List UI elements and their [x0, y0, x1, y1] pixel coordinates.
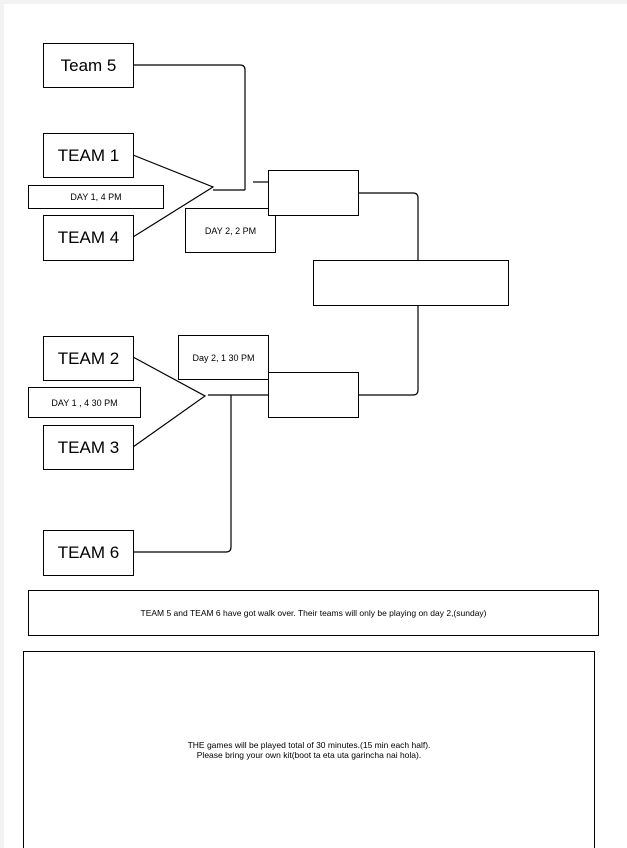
rules-line-1: THE games will be played total of 30 min…: [187, 740, 431, 750]
rules-note: THE games will be played total of 30 min…: [23, 651, 595, 848]
day1-match2-label: DAY 1 , 4 30 PM: [28, 387, 141, 418]
team-3-box: TEAM 3: [43, 425, 134, 470]
day2-match2-label: Day 2, 1 30 PM: [178, 335, 269, 380]
walkover-note: TEAM 5 and TEAM 6 have got walk over. Th…: [28, 590, 599, 636]
team-4-box: TEAM 4: [43, 215, 134, 261]
day2-match1-label: DAY 2, 2 PM: [185, 208, 276, 253]
rules-line-2: Please bring your own kit(boot ta eta ut…: [196, 750, 422, 760]
team-2-box: TEAM 2: [43, 336, 134, 381]
semifinal-bottom-box: [268, 372, 359, 418]
semifinal-top-box: [268, 170, 359, 216]
team-5-box: Team 5: [43, 43, 134, 88]
final-box: [313, 260, 509, 306]
team-1-box: TEAM 1: [43, 133, 134, 178]
team-6-box: TEAM 6: [43, 530, 134, 576]
day1-match1-label: DAY 1, 4 PM: [28, 185, 164, 209]
